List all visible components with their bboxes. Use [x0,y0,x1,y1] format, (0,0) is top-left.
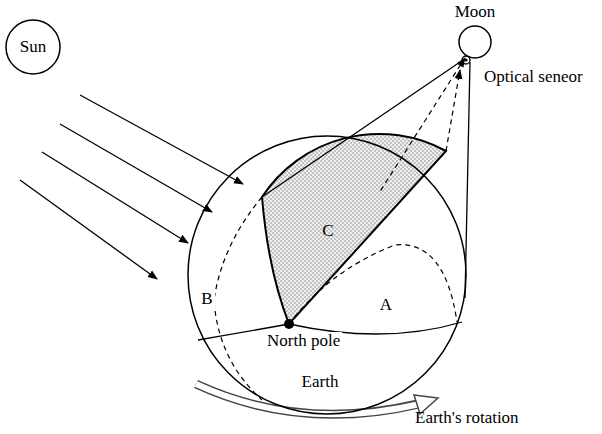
circle-outline [458,25,492,59]
sun-ray [42,152,188,243]
annotation-label: Earth's rotation [415,409,519,428]
annotation-label: C [322,222,333,241]
dashed-arrow [381,58,465,191]
annotation-label: B [199,290,214,309]
annotation-label: A [378,296,394,315]
node-label: Sun [20,38,46,57]
annotation-label: North pole [265,332,342,351]
dashed-boundary [289,245,457,324]
annotation-label: Optical seneor [484,68,583,87]
node-label: Moon [455,3,496,22]
body-circle: Moon [458,25,492,59]
region-c [262,134,446,324]
sun-ray [20,180,157,279]
sun-ray [80,95,243,184]
dashed-boundary [214,197,262,400]
view-line [262,60,463,197]
body-circle: Sun [5,19,61,75]
body-circle: Earth [187,135,467,415]
node-label: Earth [302,373,339,392]
north-pole-dot [284,319,294,329]
dashed-arrow [446,70,460,151]
sun-ray [60,124,212,212]
